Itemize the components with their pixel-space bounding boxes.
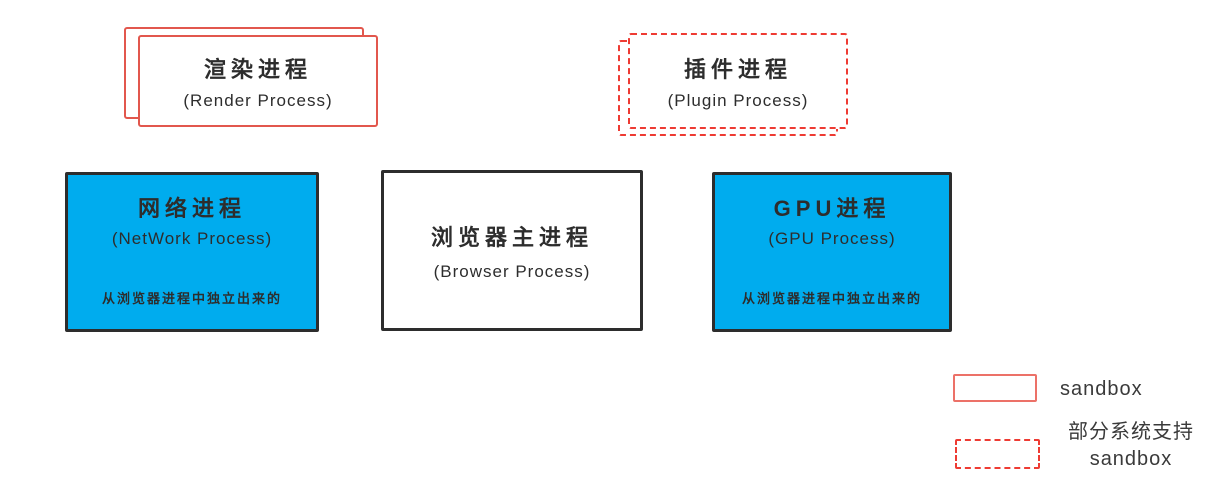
render-process-subtitle: (Render Process): [183, 90, 333, 110]
network-process-box: 网络进程 (NetWork Process) 从浏览器进程中独立出来的: [65, 172, 319, 332]
network-process-note: 从浏览器进程中独立出来的: [101, 291, 282, 306]
legend-sandbox-swatch: [953, 374, 1037, 402]
render-process-box: 渲染进程 (Render Process): [138, 35, 378, 127]
gpu-process-subtitle: (GPU Process): [768, 229, 896, 248]
plugin-process-box: 插件进程 (Plugin Process): [628, 33, 848, 129]
network-process-subtitle: (NetWork Process): [111, 229, 273, 248]
legend-partial-sandbox-label: 部分系统支持 sandbox: [1046, 419, 1216, 473]
render-process-title: 渲染进程: [203, 56, 312, 82]
gpu-process-note: 从浏览器进程中独立出来的: [741, 291, 922, 306]
legend-partial-sandbox-swatch: [955, 439, 1040, 469]
network-process-title: 网络进程: [137, 196, 246, 221]
plugin-process-subtitle: (Plugin Process): [667, 90, 809, 110]
browser-process-box: 浏览器主进程 (Browser Process): [381, 170, 643, 331]
gpu-process-box: GPU进程 (GPU Process) 从浏览器进程中独立出来的: [712, 172, 952, 332]
legend-partial-sandbox-label-line1: 部分系统支持: [1068, 421, 1194, 443]
legend-partial-sandbox-label-line2: sandbox: [1089, 448, 1173, 470]
browser-process-title: 浏览器主进程: [430, 224, 593, 250]
legend-sandbox-label: sandbox: [1060, 378, 1143, 400]
gpu-process-title: GPU进程: [773, 196, 891, 221]
browser-process-subtitle: (Browser Process): [433, 261, 591, 281]
plugin-process-title: 插件进程: [683, 56, 792, 82]
